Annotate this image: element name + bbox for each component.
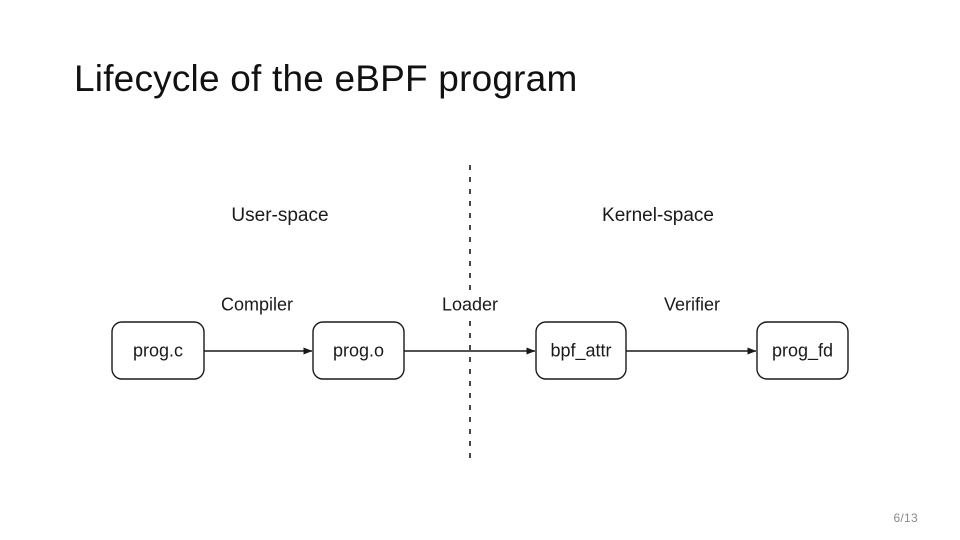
edge-label-loader: Loader: [437, 294, 503, 316]
zone-label-user-space: User-space: [231, 205, 329, 226]
node-label-prog-c[interactable]: prog.c: [132, 340, 184, 361]
page-title: Lifecycle of the eBPF program: [74, 58, 578, 99]
node-label-bpf-attr[interactable]: bpf_attr: [550, 340, 612, 361]
page-number: 6/13: [893, 511, 918, 525]
edge-label-compiler: Compiler: [216, 294, 298, 316]
node-label-prog-o[interactable]: prog.o: [332, 340, 385, 361]
node-box-prog-fd[interactable]: [756, 321, 849, 380]
zone-label-kernel-space: Kernel-space: [602, 205, 714, 226]
node-label-prog-fd[interactable]: prog_fd: [771, 340, 834, 361]
edge-label-verifier: Verifier: [659, 294, 725, 316]
